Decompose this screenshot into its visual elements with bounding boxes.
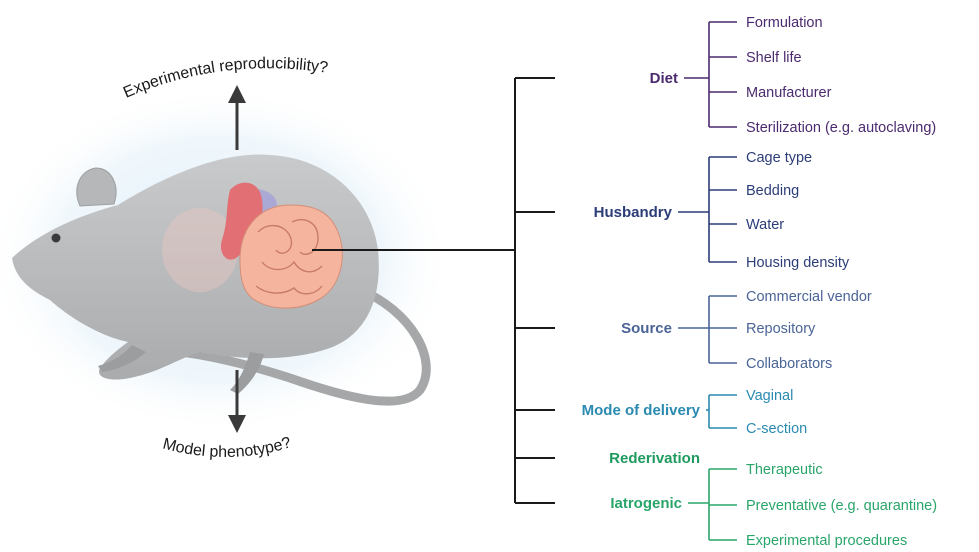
item-label-diet: Shelf life [746,50,802,66]
category-label-diet: Diet [650,70,678,87]
category-label-iatrogenic: Iatrogenic [610,495,682,512]
item-label-source: Commercial vendor [746,289,872,305]
item-label-source: Collaborators [746,356,832,372]
category-label-delivery: Mode of delivery [582,402,701,419]
intestine-shape [240,205,342,308]
item-label-diet: Sterilization (e.g. autoclaving) [746,120,936,136]
item-label-delivery: C-section [746,421,807,437]
category-label-rederivation: Rederivation [609,450,700,467]
item-label-husbandry: Cage type [746,150,812,166]
item-label-iatrogenic: Therapeutic [746,462,823,478]
item-label-source: Repository [746,321,816,337]
item-label-husbandry: Bedding [746,183,799,199]
category-label-husbandry: Husbandry [594,204,673,221]
category-label-source: Source [621,320,672,337]
item-label-husbandry: Water [746,217,784,233]
phenotype-annotation: Model phenotype? [161,434,293,461]
item-label-iatrogenic: Experimental procedures [746,533,907,549]
item-label-iatrogenic: Preventative (e.g. quarantine) [746,498,937,514]
item-label-diet: Formulation [746,15,823,31]
item-label-delivery: Vaginal [746,388,793,404]
item-label-husbandry: Housing density [746,255,850,271]
mouse-eye [52,234,61,243]
item-label-diet: Manufacturer [746,85,832,101]
